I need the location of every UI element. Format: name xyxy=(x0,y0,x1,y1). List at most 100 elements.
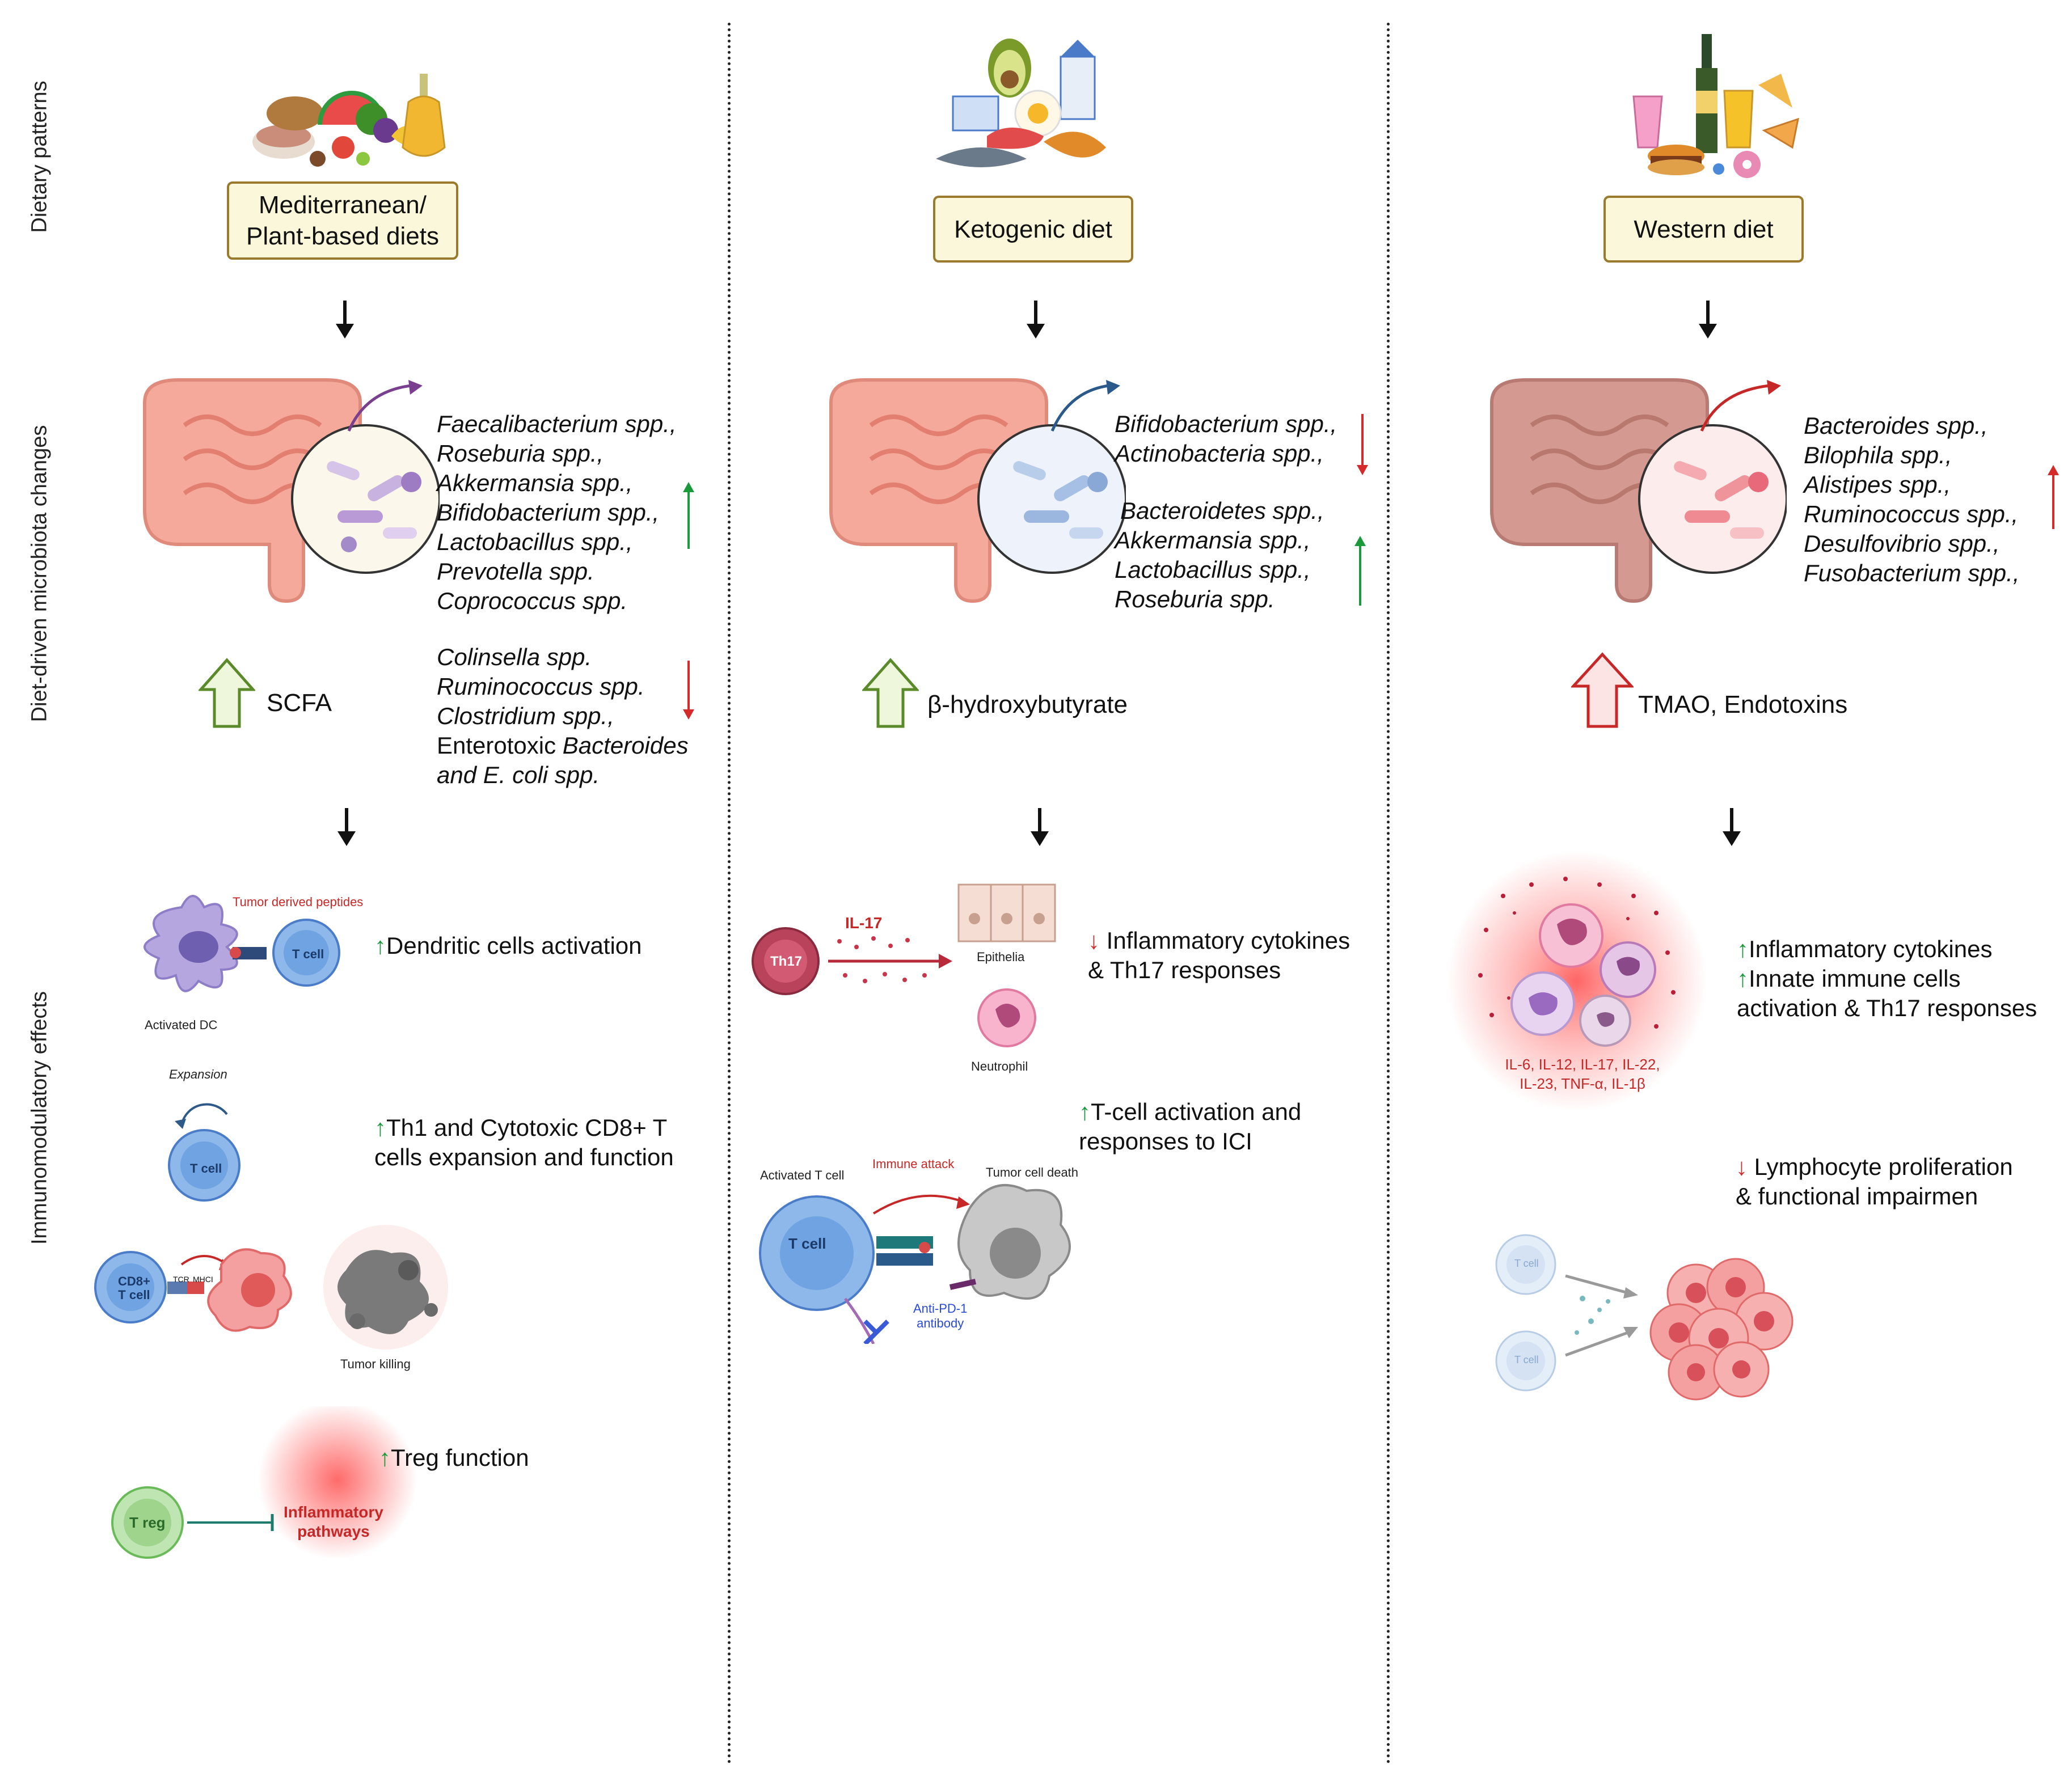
diet-title-line1: Mediterranean/ xyxy=(259,191,427,219)
col3-increased-species: Bacteroides spp., Bilophila spp., Alisti… xyxy=(1804,411,2020,588)
innate-cells-cytokine-illustration xyxy=(1446,851,1707,1111)
scfa-up-arrow xyxy=(199,658,255,728)
effect-dc-activation: ↑Dendritic cells activation xyxy=(374,932,642,959)
tcell-label-col2: T cell xyxy=(788,1235,826,1252)
diet-box-ketogenic: Ketogenic diet xyxy=(933,196,1133,263)
tumor-death-label: Tumor cell death xyxy=(986,1165,1079,1179)
species-item: Lactobacillus spp., xyxy=(1115,556,1311,583)
down-arrow-col3-2 xyxy=(1723,808,1741,846)
dc-tcell-label: T cell xyxy=(292,947,324,961)
activated-tcell-label: Activated T cell xyxy=(760,1168,845,1182)
ketogenic-food-illustration xyxy=(936,39,1106,167)
western-food-illustration xyxy=(1632,34,1799,178)
mhc-label: MHCI xyxy=(193,1275,213,1284)
species-item: Clostridium spp., xyxy=(437,703,614,729)
faded-tcell-label-a: T cell xyxy=(1514,1258,1539,1269)
il17-label: IL-17 xyxy=(845,914,883,932)
effect-inflammatory-innate: ↑Inflammatory cytokines ↑Innate immune c… xyxy=(1737,936,2037,1021)
species-item: Bifidobacterium spp., xyxy=(1115,411,1337,437)
species-item: Roseburia spp. xyxy=(1115,586,1275,612)
tcell-antipd1-illustration xyxy=(759,1184,1071,1344)
treg-label: T reg xyxy=(129,1514,166,1531)
effect-lymphocyte: ↓ Lymphocyte proliferation& functional i… xyxy=(1736,1153,2013,1210)
treg-illustration xyxy=(111,1406,417,1559)
cd8-tumor-killing-illustration xyxy=(94,1225,448,1350)
gut-illustration-col3 xyxy=(1490,378,1787,603)
faded-tcell-label-b: T cell xyxy=(1514,1354,1539,1365)
species-item: Desulfovibrio spp., xyxy=(1804,530,2000,557)
species-item: Coprococcus spp. xyxy=(437,587,628,614)
species-item: Roseburia spp., xyxy=(437,440,604,467)
tcr-label: TCR xyxy=(173,1275,189,1284)
species-item: Alistipes spp., xyxy=(1804,471,1951,498)
down-arrow-col1-2 xyxy=(337,808,356,846)
down-arrow-col2-2 xyxy=(1031,808,1049,846)
expansion-label: Expansion xyxy=(169,1067,227,1081)
species-item: Faecalibacterium spp., xyxy=(437,411,677,437)
immune-attack-label: Immune attack xyxy=(872,1157,955,1171)
dc-tcell-illustration xyxy=(144,895,340,992)
impaired-tcells-tumor-illustration xyxy=(1495,1234,1794,1401)
species-item: Lactobacillus spp., xyxy=(437,528,633,555)
col1-increased-species: Faecalibacterium spp., Roseburia spp., A… xyxy=(437,409,677,616)
activated-dc-label: Activated DC xyxy=(145,1018,218,1032)
metabolite-scfa: SCFA xyxy=(267,689,332,717)
species-item: Bifidobacterium spp., xyxy=(437,499,660,526)
tcell-expansion-illustration xyxy=(168,1103,240,1202)
diet-box-mediterranean: Mediterranean/Plant-based diets xyxy=(227,181,458,260)
species-item: Bacteroidetes spp., xyxy=(1120,497,1324,524)
up-arrow-green-col1 xyxy=(683,482,694,549)
down-arrow-col1-1 xyxy=(336,301,354,339)
diet-title: Ketogenic diet xyxy=(954,215,1112,243)
gut-illustration-col2 xyxy=(829,378,1126,603)
row-label-microbiota: Diet-driven microbiota changes xyxy=(27,425,52,722)
neutrophil-label: Neutrophil xyxy=(971,1059,1028,1073)
bhb-up-arrow xyxy=(862,658,919,728)
col2-increased-species: Bacteroidetes spp., Akkermansia spp., La… xyxy=(1115,496,1324,614)
species-item: and E. coli spp. xyxy=(437,762,600,788)
species-item: Bacteroides spp., xyxy=(1804,412,1988,439)
col2-decreased-species: Bifidobacterium spp., Actinobacteria spp… xyxy=(1115,409,1337,468)
species-item: Ruminococcus spp. xyxy=(437,673,645,700)
species-item: Prevotella spp. xyxy=(437,558,594,585)
up-arrow-green-col2 xyxy=(1354,536,1366,606)
down-arrow-col3-1 xyxy=(1699,301,1717,339)
up-arrow-red-col3 xyxy=(2048,465,2059,529)
diet-title-line2: Plant-based diets xyxy=(246,222,439,250)
epithelia-label: Epithelia xyxy=(977,950,1025,964)
tumor-peptides-label: Tumor derived peptides xyxy=(233,895,364,909)
species-item: Ruminococcus spp., xyxy=(1804,501,2019,527)
effect-treg: ↑Treg function xyxy=(379,1444,529,1471)
down-arrow-col2-1 xyxy=(1027,301,1045,339)
species-item: Enterotoxic Bacteroides xyxy=(437,732,689,759)
metabolite-tmao: TMAO, Endotoxins xyxy=(1638,691,1848,718)
mediterranean-food-illustration xyxy=(252,74,446,167)
row-label-dietary: Dietary patterns xyxy=(27,81,52,233)
down-arrow-red-col1 xyxy=(683,661,694,720)
species-item: Actinobacteria spp., xyxy=(1115,440,1324,467)
species-item: Akkermansia spp., xyxy=(437,470,633,496)
gut-illustration-col1 xyxy=(143,378,440,603)
col1-decreased-species: Colinsella spp. Ruminococcus spp. Clostr… xyxy=(437,642,689,790)
column-divider-1 xyxy=(728,23,731,1765)
down-arrow-red-col2 xyxy=(1357,414,1368,475)
th17-label: Th17 xyxy=(770,954,803,969)
cytokine-list: IL-6, IL-12, IL-17, IL-22,IL-23, TNF-α, … xyxy=(1505,1056,1660,1092)
species-item: Colinsella spp. xyxy=(437,644,592,670)
species-item: Fusobacterium spp., xyxy=(1804,560,2020,586)
metabolite-bhb: β-hydroxybutyrate xyxy=(927,691,1128,718)
tmao-up-arrow xyxy=(1571,652,1634,728)
column-divider-2 xyxy=(1387,23,1390,1765)
diet-title: Western diet xyxy=(1634,215,1774,243)
row-label-immuno: Immunomodulatory effects xyxy=(27,991,52,1245)
expansion-tcell-label: T cell xyxy=(190,1161,222,1175)
species-item: Bilophila spp., xyxy=(1804,442,1952,468)
cd8-label: CD8+T cell xyxy=(118,1274,150,1302)
th17-il17-illustration xyxy=(752,883,1056,1047)
effect-inflammatory-th17: ↓ Inflammatory cytokines& Th17 responses xyxy=(1088,927,1351,983)
diet-box-western: Western diet xyxy=(1603,196,1804,263)
